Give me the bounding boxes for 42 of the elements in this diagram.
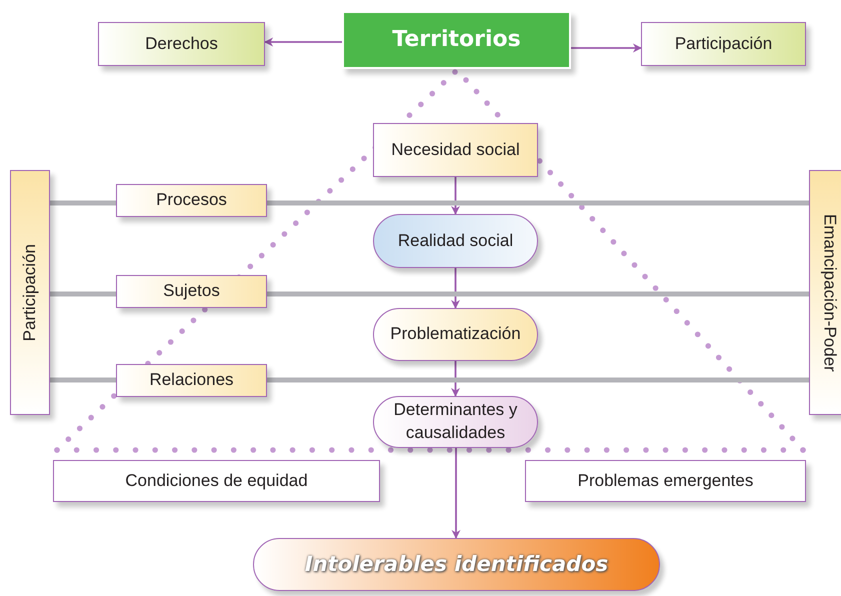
title-box <box>342 11 571 69</box>
node-label: Condiciones de equidad <box>125 470 308 492</box>
node-label: Sujetos <box>163 280 220 302</box>
concept-box <box>116 364 267 397</box>
node-label: Determinantes y causalidades <box>392 399 518 444</box>
connector-line <box>267 292 809 296</box>
node-label: Realidad social <box>396 230 514 252</box>
axis-band <box>809 170 841 415</box>
connector-line <box>50 378 116 382</box>
arrow <box>452 448 460 539</box>
connector-line <box>50 292 116 296</box>
node-label: Necesidad social <box>391 138 520 161</box>
concept-box <box>116 184 267 217</box>
concept-box <box>525 460 806 502</box>
connector-line <box>267 378 809 382</box>
concept-box <box>373 123 538 177</box>
connector-line <box>267 200 809 206</box>
arrow <box>451 361 460 397</box>
concept-box <box>53 460 380 502</box>
node-label: Participación <box>674 32 772 55</box>
node-label: Problemas emergentes <box>578 470 754 492</box>
process-pill <box>373 396 538 448</box>
arrow <box>571 44 642 52</box>
node-label: Derechos <box>145 32 218 55</box>
arrow <box>451 268 460 309</box>
arrow <box>264 38 342 46</box>
node-label: Emancipación-Poder <box>819 214 840 372</box>
node-label: Intolerables identificados <box>304 551 608 578</box>
node-label: Procesos <box>156 189 227 212</box>
connector-line <box>50 200 116 206</box>
result-pill <box>253 538 660 591</box>
concept-box <box>641 22 806 66</box>
node-label: Territorios <box>392 26 521 54</box>
concept-box <box>98 22 265 66</box>
axis-band <box>10 170 50 415</box>
process-pill <box>373 214 538 268</box>
concept-box <box>116 275 267 308</box>
arrow <box>451 177 460 215</box>
node-label: Participación <box>18 244 40 342</box>
node-label: Problematización <box>389 323 522 346</box>
concept-box <box>373 308 538 361</box>
node-label: Relaciones <box>149 369 234 392</box>
